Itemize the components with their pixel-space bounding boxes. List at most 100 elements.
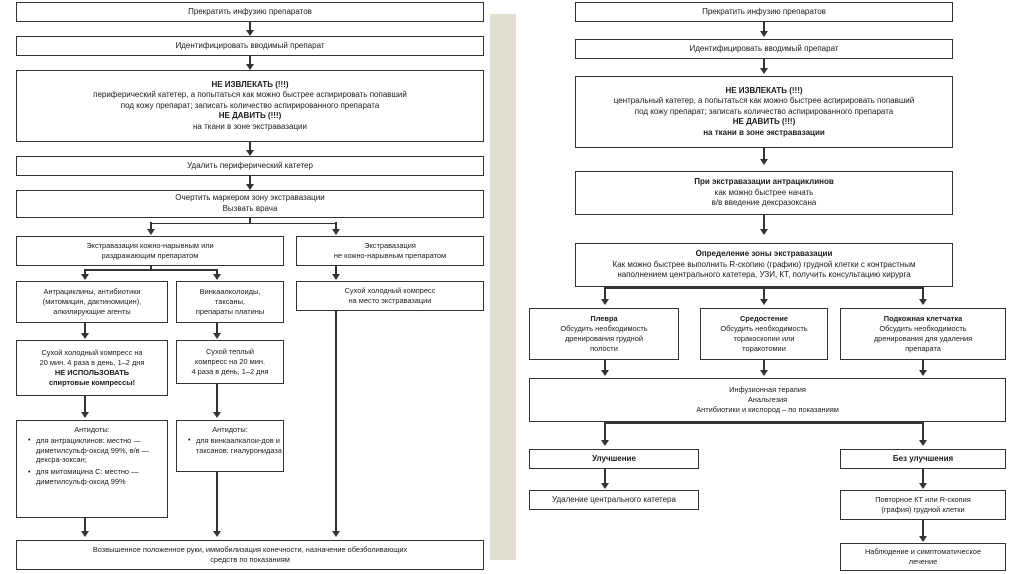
right-node-no-improvement: Без улучшения [840,449,1006,469]
right-do-not-remove-line2: центральный катетер, а попытаться как мо… [613,96,915,106]
left-vesicant-col1-arrow [80,274,89,280]
right-subcutaneous-arrow [918,299,927,305]
right-mediastinum-line3: торакоскопии или [733,334,795,343]
right-pleura-drop [604,287,606,301]
left-node-warm-compress: Сухой теплый компресс на 20 мин. 4 раза … [176,340,284,384]
right-zone-line2: Как можно быстрее выполнить R-скопию (гр… [612,259,916,269]
left-cold-compress-line3: НЕ ИСПОЛЬЗОВАТЬ [54,368,130,377]
right-mediastinum-line1: Средостение [739,314,789,324]
right-mediastinum-arrow [759,299,768,305]
right-arrow-1 [759,31,768,37]
left-antidotes-vinca-arrow [212,531,221,537]
left-antidotes-vinca-list: для винкаалкалои-дов и таксанов: гиалуро… [182,435,286,458]
left-arrow-2 [245,64,254,70]
left-arrow-1 [245,30,254,36]
right-do-not-remove-line3: под кожу препарат; записать количество а… [634,106,894,116]
left-do-not-remove-line5: на ткани в зоне экстравазации [193,121,307,131]
left-antidotes-anthra-item-0: для антрациклинов: местно — диметилсульф… [28,435,170,465]
left-nonvesicant-drop [335,266,337,276]
left-mark-zone-line1: Очертить маркером зону экстравазации [175,193,325,203]
right-infusion-line3: Антибиотики и кислород – по показаниям [696,404,839,414]
left-warm-compress-line2: компресс на 20 мин. [194,357,266,367]
right-do-not-remove-line4: НЕ ДАВИТЬ (!!!) [732,117,796,127]
left-node-vinca: Винкаалколоиды, таксаны, препараты плати… [176,281,284,323]
right-node-identify-drug: Идентифицировать вводимый препарат [575,39,953,59]
right-do-not-remove-line5: на ткани в зоне экстравазации [703,127,825,137]
left-arrow-4 [245,184,254,190]
left-dry-cold-site-line2: на место экстравазации [348,296,432,305]
right-identify-drug-text: Идентифицировать вводимый препарат [689,43,839,53]
right-improvement-drop [604,422,606,442]
left-remove-catheter-text: Удалить периферический катетер [187,160,313,170]
left-vinca-line3: препараты платины [195,306,265,316]
left-warm-compress-line1: Сухой теплый [205,347,255,357]
left-warm-compress-line3: 4 раза в день, 1–2 дня [191,366,269,376]
left-cold-compress-line2: 20 мин. 4 раза в день, 1–2 дня [39,358,145,368]
right-subcutaneous-line1: Подкожная клетчатка [883,314,963,324]
left-connector-1 [249,22,251,32]
right-pleura-line4: полости [590,343,618,353]
right-improvement-connector-arrow [600,483,609,489]
left-branch-right-arrow [331,229,340,235]
right-pleura-arrow [600,299,609,305]
left-stop-infusion-text: Прекратить инфузию препаратов [188,6,312,16]
right-connector-4 [763,215,765,233]
left-vesicant-col2-drop [216,269,218,276]
left-anthracyclines-line3: алкилирующие агенты [53,306,131,316]
left-branch-left-drop [150,222,152,231]
right-no-improvement-drop [922,422,924,442]
right-connector-1 [763,22,765,33]
right-outcome-bar [604,422,922,424]
left-anthracyclines-line1: Антрациклины, антибиотики [43,287,141,297]
right-dexrazoxane-line1: При экстравазации антрациклинов [694,177,834,187]
left-connector-3 [249,142,251,152]
right-repeat-imaging-arrow [918,536,927,542]
left-nonvesicant-line1: Экстравазация [364,241,416,251]
left-vesicant-bar [84,269,216,271]
right-no-improvement-text: Без улучшения [892,453,954,463]
right-no-improvement-arrow [918,440,927,446]
left-dry-cold-long-connector [335,311,337,533]
right-improvement-text: Улучшение [592,453,636,463]
right-no-improvement-connector [922,469,924,485]
right-node-repeat-imaging: Повторное КТ или R-скопия (графия) грудн… [840,490,1006,520]
left-antidotes-anthra-connector [84,518,86,535]
left-do-not-remove-line4: НЕ ДАВИТЬ (!!!) [218,111,282,121]
right-do-not-remove-line1: НЕ ИЗВЛЕКАТЬ (!!!) [725,85,803,95]
left-branch-stem [249,218,251,224]
left-vinca-arrow [212,333,221,339]
left-warm-compress-arrow [212,412,221,418]
right-arrow-3 [759,159,768,165]
left-identify-drug-text: Идентифицировать вводимый препарат [175,40,325,50]
right-node-pleura: Плевра Обсудить необходимость дренирован… [529,308,679,360]
left-antidotes-anthra-list: для антрациклинов: местно — диметилсульф… [22,435,170,489]
left-antidotes-vinca-connector [216,472,218,535]
left-cold-compress-line1: Сухой холодный компресс на [41,348,143,358]
right-node-subcutaneous: Подкожная клетчатка Обсудить необходимос… [840,308,1006,360]
right-arrow-4 [759,229,768,235]
left-dry-cold-long-arrow [331,531,340,537]
left-antidotes-vinca-header: Антидоты: [212,425,248,434]
right-mediastinum-drop [763,287,765,301]
left-vesicant-col1-drop [84,269,86,276]
left-do-not-remove-line3: под кожу препарат; записать количество а… [120,100,380,110]
right-dexrazoxane-line3: в/в введение дексразоксана [711,198,817,208]
left-cold-compress-line4: спиртовые компрессы! [48,377,136,387]
left-node-mark-zone: Очертить маркером зону экстравазации Выз… [16,190,484,218]
left-summary-line2: средств по показаниям [210,555,290,564]
left-branch-left-arrow [146,229,155,235]
right-infusion-line1: Инфузионная терапия [729,385,806,395]
right-mediastinum-connector [763,360,765,372]
right-zone-line3: наполнением центрального катетера, УЗИ, … [617,270,911,280]
right-node-dexrazoxane: При экстравазации антрациклинов как можн… [575,171,953,215]
left-antidotes-anthra-item-1: для митомицина С: местно — диметилсульф-… [28,467,170,487]
right-pleura-connector [604,360,606,372]
left-nonvesicant-arrow [331,274,340,280]
right-subcutaneous-drop [922,287,924,301]
left-node-antidotes-vinca: Антидоты: для винкаалкалои-дов и таксано… [176,420,284,472]
left-node-stop-infusion: Прекратить инфузию препаратов [16,2,484,22]
right-subcutaneous-line4: препарата [905,343,941,353]
right-repeat-imaging-line2: (графия) грудной клетки [881,505,965,514]
left-connector-4 [249,176,251,186]
